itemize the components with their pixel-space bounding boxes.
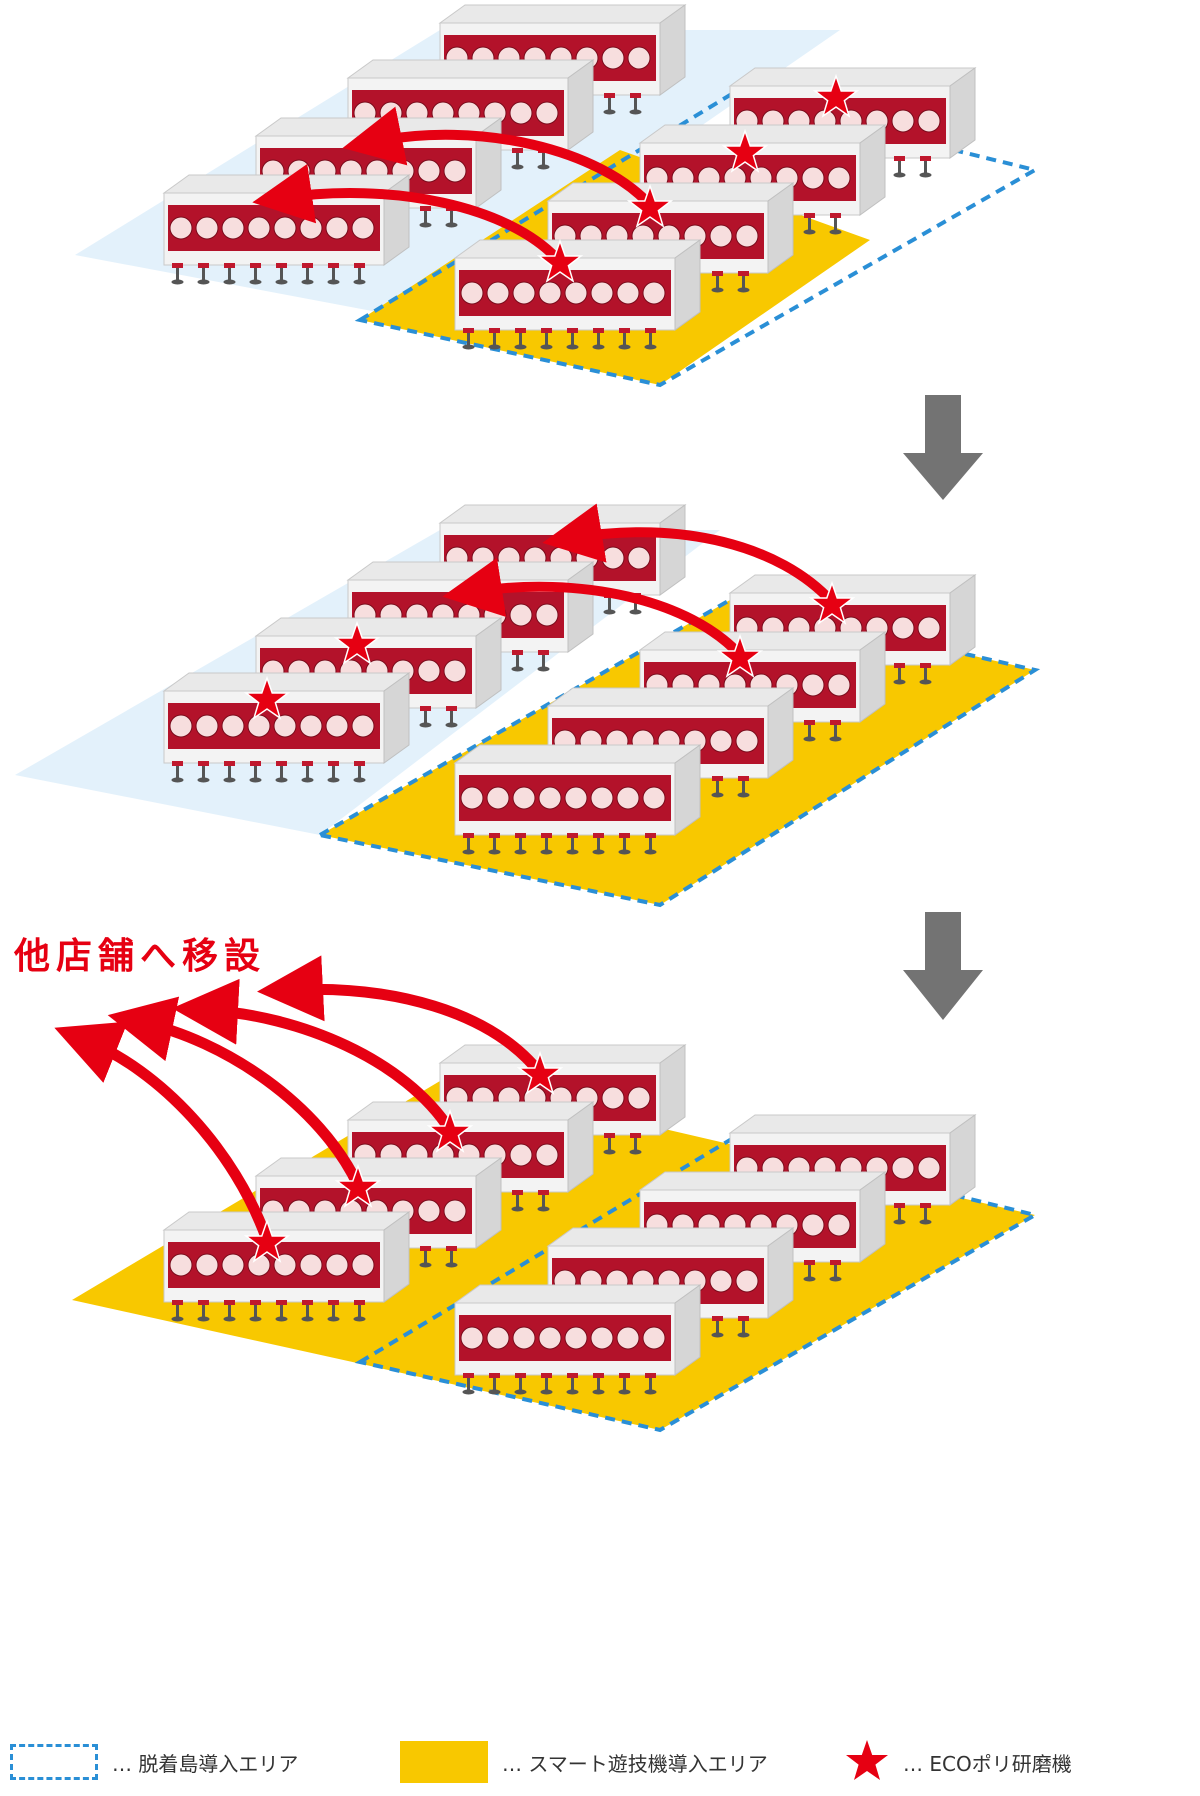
stage-2-dashed-area <box>314 597 1041 908</box>
smart-area-swatch-icon <box>400 1741 488 1783</box>
curved-move-arrow-icon <box>542 503 836 606</box>
legend-label: … スマート遊技機導入エリア <box>502 1751 768 1776</box>
star-marker-icon <box>846 1740 888 1780</box>
curved-move-arrow-icon <box>54 1021 273 1242</box>
legend: … 脱着島導入エリア … スマート遊技機導入エリア … ECOポリ研磨機 <box>0 1740 1200 1790</box>
curved-move-arrow-icon <box>252 163 564 266</box>
legend-item-star-marker: … ECOポリ研磨機 <box>845 1740 1072 1784</box>
legend-item-dashed-area: … 脱着島導入エリア <box>10 1740 298 1784</box>
stage-1-panel <box>75 4 1041 388</box>
stage-1-dashed-area <box>354 92 1041 388</box>
relocation-heading: 他店舗へ移設 <box>13 936 266 977</box>
curved-move-arrow-icon <box>257 955 545 1077</box>
dashed-area-swatch-icon <box>10 1744 98 1780</box>
curved-move-arrow-icon <box>442 557 744 659</box>
stage-2-panel <box>15 503 1041 908</box>
curved-move-arrow-icon <box>172 978 455 1133</box>
stage-3-dashed-area <box>354 1137 1041 1433</box>
legend-label: … 脱着島導入エリア <box>112 1751 299 1776</box>
legend-label: … ECOポリ研磨機 <box>903 1751 1072 1776</box>
step-down-arrow-icon <box>903 912 983 1020</box>
stage-3-panel <box>54 955 1041 1433</box>
curved-move-arrow-icon <box>107 996 363 1188</box>
step-down-arrow-icon <box>903 395 983 500</box>
legend-item-smart-area: … スマート遊技機導入エリア <box>400 1740 768 1784</box>
curved-move-arrow-icon <box>342 106 654 209</box>
